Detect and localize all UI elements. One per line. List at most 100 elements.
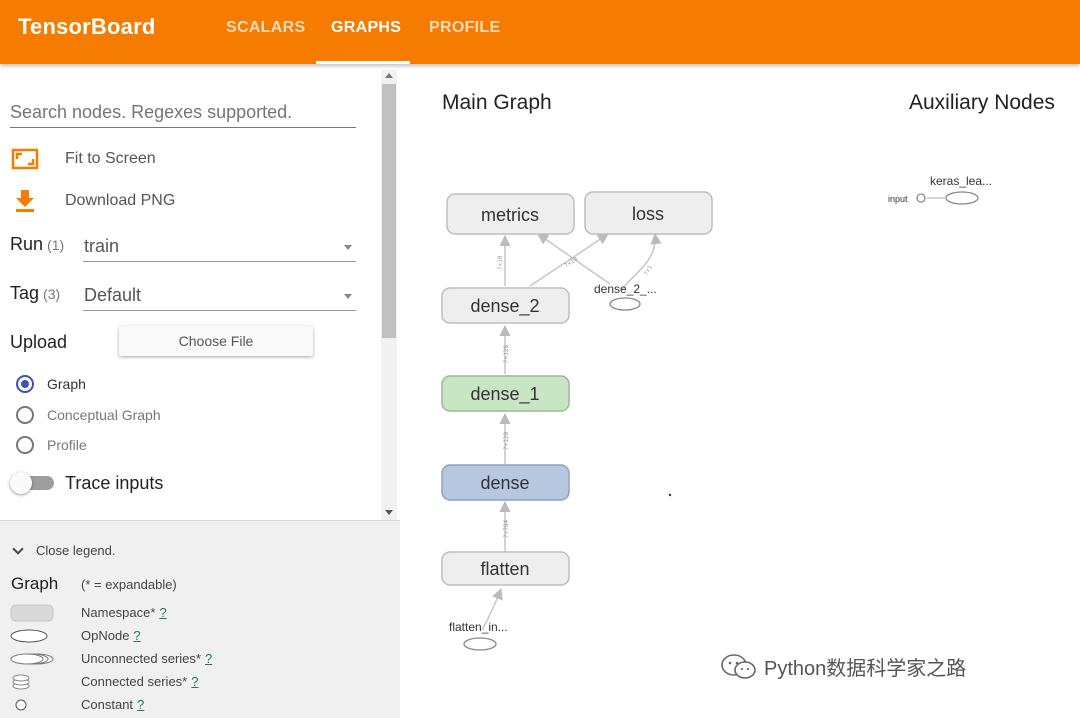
legend-namespace-label: Namespace* [81, 605, 156, 620]
opnode-dense-2-target[interactable] [609, 297, 641, 311]
tag-label: Tag(3) [10, 283, 60, 304]
radio-conceptual-circle[interactable] [16, 406, 34, 424]
download-icon [16, 190, 34, 212]
graph-legend: Close legend. Graph (* = expandable) Nam… [0, 520, 400, 718]
radio-conceptual-label: Conceptual Graph [47, 407, 161, 423]
wechat-icon [721, 653, 756, 679]
constant-shape-icon [15, 699, 27, 711]
radio-graph-circle[interactable] [16, 375, 34, 393]
edge-target-metrics [537, 233, 611, 285]
run-count: (1) [47, 237, 65, 253]
unconnected-series-icon [10, 653, 54, 665]
opnode-flatten-input[interactable] [463, 637, 497, 651]
node-flatten[interactable]: flatten [441, 551, 570, 586]
node-loss[interactable]: loss [584, 191, 713, 235]
run-select-value: train [84, 236, 120, 256]
legend-constant-help-link[interactable]: ? [137, 697, 145, 712]
legend-unconnected-label: Unconnected series* [81, 651, 201, 666]
radio-profile-label: Profile [47, 437, 87, 453]
legend-connected-help-link[interactable]: ? [191, 674, 199, 689]
radio-graph-label: Graph [47, 376, 86, 392]
tab-profile[interactable]: PROFILE [429, 19, 501, 36]
edge-dense2-loss [529, 233, 609, 287]
radio-conceptual-graph[interactable]: Conceptual Graph [16, 405, 161, 425]
node-loss-label: loss [632, 204, 664, 224]
node-dense-1[interactable]: dense_1 [441, 375, 570, 412]
radio-profile-circle[interactable] [16, 436, 34, 454]
node-metrics-label: metrics [481, 205, 539, 225]
app-title: TensorBoard [18, 14, 156, 39]
node-dense-2[interactable]: dense_2 [441, 287, 570, 324]
opnode-aux-input-label: input [888, 194, 908, 204]
node-dense-1-label: dense_1 [470, 384, 539, 405]
fit-to-screen-button[interactable]: Fit to Screen [10, 144, 210, 174]
run-dropdown-caret-icon [344, 245, 352, 250]
legend-unconnected-help-link[interactable]: ? [204, 651, 213, 666]
legend-namespace-help-link[interactable]: ? [159, 605, 167, 620]
download-png-button[interactable]: Download PNG [10, 186, 210, 216]
edge-label: ?×10 [563, 255, 579, 269]
download-png-label: Download PNG [65, 192, 176, 209]
opnode-keras-learning[interactable] [945, 191, 979, 205]
node-metrics[interactable]: metrics [446, 193, 575, 235]
node-dense-2-label: dense_2 [470, 296, 539, 317]
tag-select[interactable]: Default [83, 281, 356, 311]
tag-count: (3) [43, 286, 61, 302]
run-label-text: Run [10, 234, 44, 254]
node-dense-label: dense [480, 473, 529, 493]
top-app-bar: TensorBoard SCALARS GRAPHS PROFILE [0, 0, 1080, 64]
close-legend-label: Close legend. [36, 543, 116, 558]
scroll-up-arrow-icon[interactable] [385, 73, 393, 78]
upload-label: Upload [10, 332, 68, 352]
stray-dot [668, 493, 672, 497]
search-input[interactable] [10, 98, 356, 128]
sidebar-controls: Fit to Screen Download PNG Run(1) train … [0, 64, 400, 520]
run-label: Run(1) [10, 234, 64, 255]
edge-label: ?×128 [503, 345, 510, 363]
legend-opnode-help-link[interactable]: ? [133, 628, 141, 643]
opnode-shape-icon [10, 629, 48, 643]
choose-file-button[interactable]: Choose File [119, 326, 313, 356]
legend-row-constant: Constant? [0, 695, 400, 715]
edge-label: ?×128 [503, 432, 510, 450]
fit-to-screen-label: Fit to Screen [65, 150, 156, 167]
tag-select-value: Default [84, 285, 142, 305]
trace-inputs-toggle-knob[interactable] [10, 472, 32, 494]
run-select[interactable]: train [83, 232, 356, 262]
opnode-aux-input[interactable] [916, 193, 926, 203]
active-tab-indicator [316, 61, 410, 64]
sidebar: Fit to Screen Download PNG Run(1) train … [0, 64, 400, 718]
tag-label-text: Tag [10, 283, 40, 303]
radio-graph[interactable]: Graph [16, 374, 86, 394]
tab-graphs[interactable]: GRAPHS [331, 19, 402, 36]
watermark-text: Python数据科学家之路 [764, 658, 967, 680]
watermark: Python数据科学家之路 [720, 652, 966, 681]
legend-title: Graph [11, 574, 59, 593]
opnode-dense-2-target-label: dense_2_... [594, 282, 657, 296]
scrollbar-thumb[interactable] [382, 84, 396, 338]
legend-constant-label: Constant [81, 697, 134, 712]
connected-series-icon [12, 674, 30, 690]
edge-label: ?×1 [643, 264, 655, 277]
legend-row-namespace: Namespace*? [0, 603, 400, 623]
radio-profile[interactable]: Profile [16, 435, 87, 455]
opnode-keras-learning-label: keras_lea... [930, 174, 992, 188]
opnode-flatten-input-label: flatten_in... [449, 620, 508, 634]
graph-canvas[interactable]: Main Graph Auxiliary Nodes ?×10 ?×10 ?×1… [400, 64, 1080, 718]
node-flatten-label: flatten [480, 559, 529, 579]
legend-opnode-label: OpNode [81, 628, 130, 643]
edge-target-loss [621, 232, 662, 291]
edge-label: ?×784 [503, 520, 510, 538]
legend-row-unconnected-series: Unconnected series*? [0, 649, 400, 669]
edge-input-flatten [481, 587, 503, 631]
tab-scalars[interactable]: SCALARS [226, 19, 306, 36]
auxiliary-nodes-title: Auxiliary Nodes [909, 91, 1055, 114]
fit-screen-icon [11, 148, 39, 170]
scroll-down-arrow-icon[interactable] [385, 510, 393, 515]
node-dense[interactable]: dense [441, 464, 570, 501]
sidebar-scrollbar[interactable] [381, 70, 397, 520]
edge-label: ?×10 [497, 255, 504, 270]
close-legend-toggle[interactable]: Close legend. [12, 542, 116, 558]
legend-row-connected-series: Connected series*? [0, 672, 400, 692]
legend-note: (* = expandable) [81, 577, 177, 592]
